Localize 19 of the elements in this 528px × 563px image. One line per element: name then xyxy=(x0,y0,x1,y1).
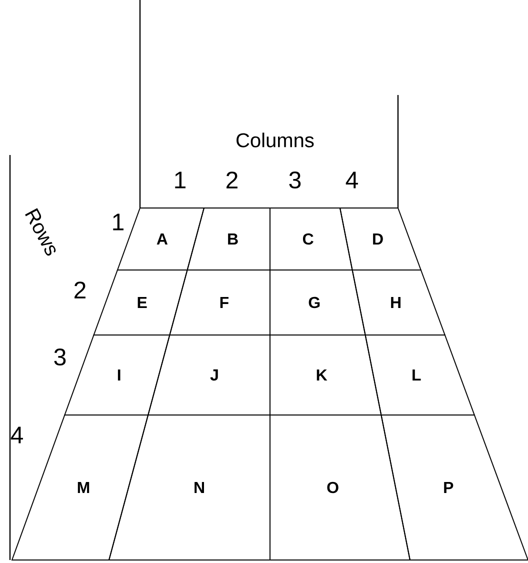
column-number: 2 xyxy=(226,172,238,188)
grid-cell: O xyxy=(270,414,411,560)
grid-cell: L xyxy=(364,334,476,416)
axis-title: Rows xyxy=(25,208,56,256)
column-number: 3 xyxy=(289,172,301,188)
grid-cell: G xyxy=(270,270,366,336)
grid-cell: C xyxy=(270,208,353,270)
row-number: 2 xyxy=(74,282,86,298)
grid-cell: F xyxy=(169,270,270,336)
row-number: 3 xyxy=(54,348,66,366)
grid-cell: E xyxy=(93,270,188,336)
row-number: 4 xyxy=(10,426,23,444)
grid-cell: P xyxy=(380,414,528,560)
grid-cell: B xyxy=(186,208,270,270)
column-number: 1 xyxy=(175,172,186,188)
column-number: 4 xyxy=(346,172,358,188)
axis-title: Columns xyxy=(236,132,314,148)
grid-cell: H xyxy=(352,270,446,336)
grid-cell: K xyxy=(270,334,382,416)
